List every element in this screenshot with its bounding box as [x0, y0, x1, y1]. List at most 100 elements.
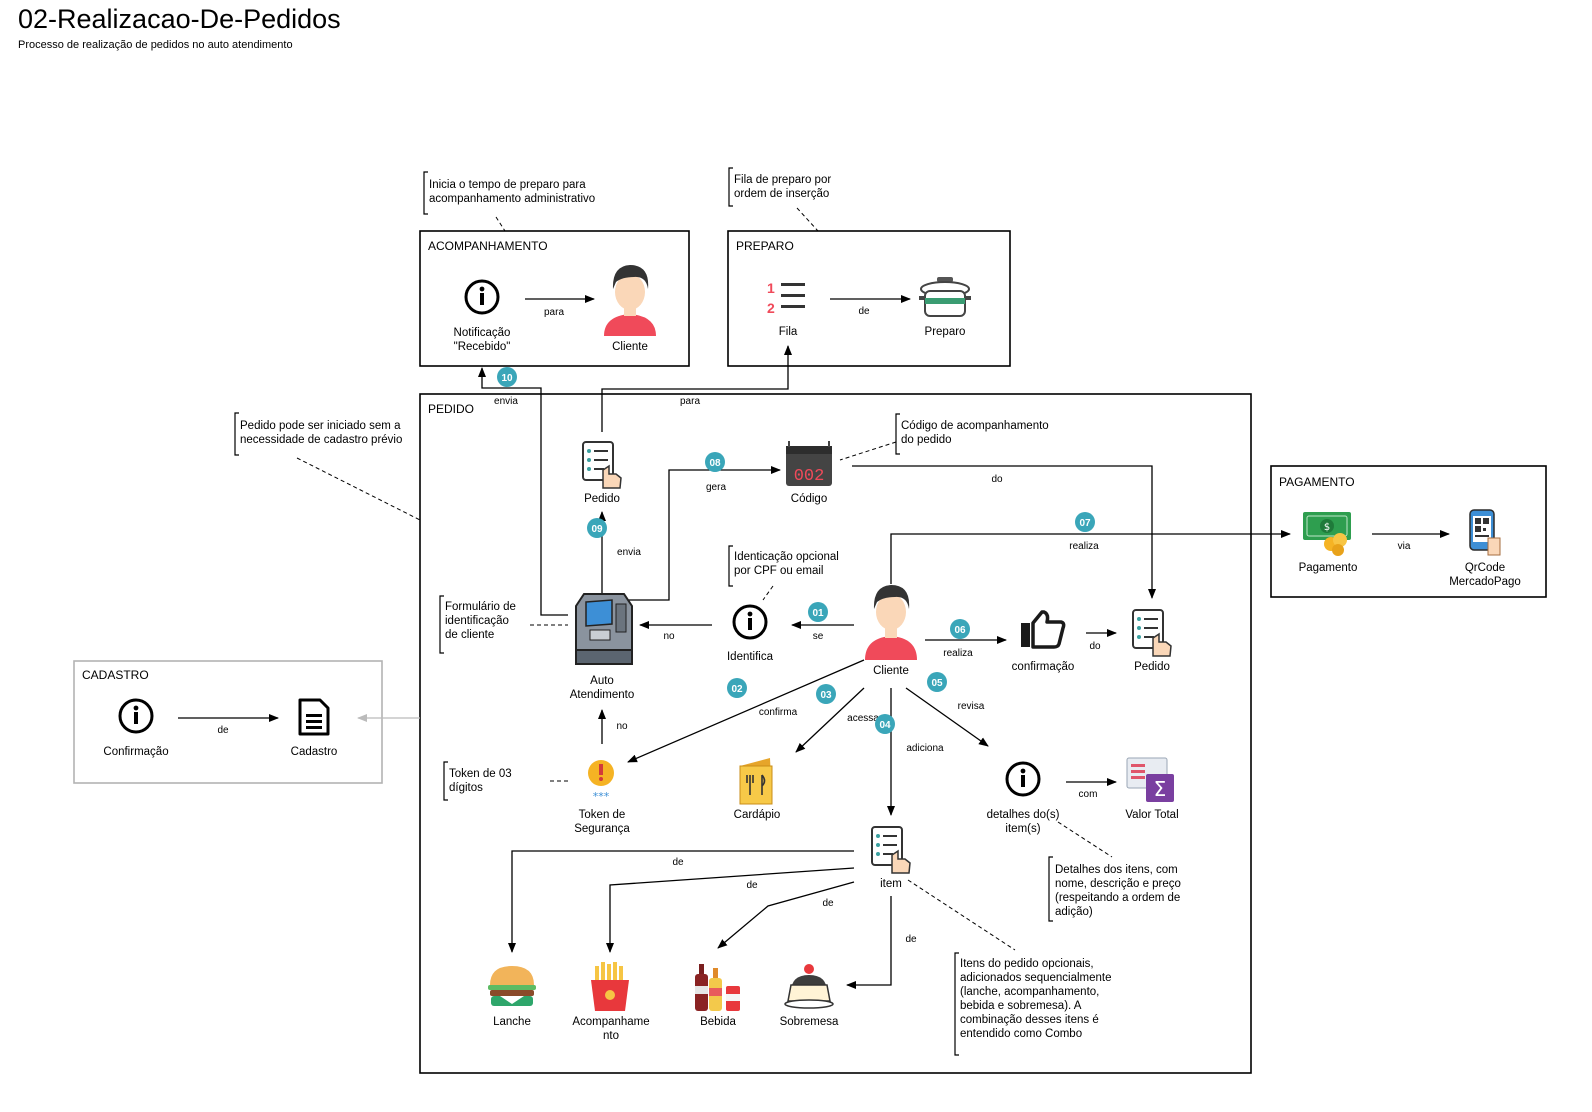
svg-text:envia: envia [494, 396, 518, 407]
svg-text:adição): adição) [1055, 906, 1093, 918]
codigo-label: Código [791, 493, 827, 505]
pagamento-title: PAGAMENTO [1279, 475, 1355, 489]
acompanhamento-box[interactable] [419, 230, 690, 367]
step-badge-04: 04 [875, 714, 895, 734]
menu-icon[interactable] [739, 758, 773, 805]
customer-person-icon[interactable] [865, 585, 917, 660]
money-payment-icon[interactable]: $ [1303, 512, 1351, 556]
svg-text:09: 09 [591, 524, 603, 535]
note-formulario: Formulário de identificação de cliente [439, 595, 568, 654]
token-label-2: Segurança [574, 823, 630, 835]
note-codigo: Código de acompanhamento do pedido [839, 413, 1049, 461]
french-fries-icon[interactable] [591, 962, 629, 1011]
edge-codigo-pedido [852, 465, 1156, 599]
edge-auto-codigo [621, 466, 781, 601]
note-acompanhamento: Inicia o tempo de preparo para acompanha… [423, 171, 595, 232]
svg-text:no: no [616, 721, 628, 732]
svg-text:com: com [1079, 789, 1098, 800]
edge-item-bebida [717, 881, 855, 949]
dessert-pudding-icon[interactable] [784, 964, 834, 1009]
order-checklist-icon-2[interactable] [1132, 609, 1172, 657]
svg-text:Σ: Σ [1154, 777, 1167, 801]
total-sum-icon[interactable]: Σ [1126, 757, 1174, 802]
svg-text:05: 05 [931, 678, 943, 689]
step-badge-09: 09 [587, 518, 607, 538]
svg-text:combinação desses itens é: combinação desses itens é [960, 1014, 1099, 1026]
svg-text:bebida e sobremesa). A: bebida e sobremesa). A [960, 1000, 1082, 1012]
acomp-label-2: nto [603, 1030, 619, 1042]
svg-text:de: de [672, 857, 684, 868]
step-badge-02: 02 [727, 678, 747, 698]
svg-text:do: do [1089, 641, 1101, 652]
burger-icon[interactable] [488, 966, 536, 1006]
qrcode-phone-icon[interactable] [1469, 509, 1501, 556]
sobremesa-label: Sobremesa [780, 1016, 839, 1028]
thumbs-up-icon[interactable] [1021, 610, 1066, 649]
cad-confirmacao-label: Confirmação [103, 746, 168, 758]
step-badge-06: 06 [950, 619, 970, 639]
svg-text:(lanche, acompanhamento,: (lanche, acompanhamento, [960, 986, 1099, 998]
auto-label-2: Atendimento [570, 689, 635, 701]
svg-text:03: 03 [820, 690, 832, 701]
cadastro-label: Cadastro [291, 746, 338, 758]
acompanhamento-title: ACOMPANHAMENTO [428, 239, 548, 253]
order-code-display-icon[interactable]: 002 [786, 441, 832, 486]
details-info-icon[interactable] [1005, 761, 1041, 797]
svg-text:nome, descrição e preço: nome, descrição e preço [1055, 878, 1181, 890]
svg-text:realiza: realiza [1069, 541, 1099, 552]
svg-text:08: 08 [709, 458, 721, 469]
identify-info-icon[interactable] [732, 604, 768, 640]
note-fila: Fila de preparo por ordem de inserção [728, 167, 831, 232]
order-checklist-icon[interactable] [582, 441, 622, 489]
note-itens: Itens do pedido opcionais, adicionados s… [907, 879, 1112, 1056]
cadastro-box[interactable] [73, 660, 383, 784]
pedido-box[interactable] [419, 393, 1252, 1074]
page-subtitle: Processo de realização de pedidos no aut… [18, 39, 293, 51]
info-icon[interactable] [464, 279, 500, 315]
detalhes-label: detalhes do(s) [987, 809, 1060, 821]
step-badge-07: 07 [1075, 512, 1095, 532]
cliente-label: Cliente [873, 665, 909, 677]
svg-text:de: de [746, 880, 758, 891]
preparo-box[interactable] [727, 230, 1011, 367]
svg-text:07: 07 [1079, 518, 1091, 529]
svg-text:***: *** [593, 790, 610, 803]
auto-label: Auto [590, 675, 614, 687]
step-badge-08: 08 [705, 452, 725, 472]
svg-text:Identicação opcional: Identicação opcional [734, 551, 839, 563]
svg-text:ordem de inserção: ordem de inserção [734, 188, 829, 200]
person-icon[interactable] [604, 265, 656, 336]
lanche-label: Lanche [493, 1016, 531, 1028]
step-badge-10: 10 [497, 367, 517, 387]
bebida-label: Bebida [700, 1016, 736, 1028]
pagamento-box[interactable] [1270, 465, 1547, 598]
beverage-bottles-icon[interactable] [695, 964, 740, 1011]
svg-text:dígitos: dígitos [449, 782, 483, 794]
svg-text:no: no [663, 631, 675, 642]
security-token-icon[interactable]: *** [588, 760, 614, 803]
document-icon[interactable] [298, 698, 330, 736]
confirmacao-label: confirmação [1012, 661, 1075, 673]
svg-text:06: 06 [954, 625, 966, 636]
numbered-list-icon[interactable]: 1 2 [767, 280, 805, 316]
cooking-pot-icon[interactable] [919, 277, 971, 317]
edge-item-lanche [508, 850, 854, 953]
self-service-kiosk-icon[interactable] [575, 593, 633, 665]
svg-text:de cliente: de cliente [445, 629, 494, 641]
svg-text:envia: envia [617, 547, 641, 558]
edge-auto-notificacao [478, 367, 568, 616]
item-checklist-icon[interactable] [871, 826, 911, 874]
svg-text:002: 002 [794, 467, 825, 486]
cadastro-info-icon[interactable] [118, 698, 154, 734]
svg-text:para: para [544, 307, 564, 318]
edge-cliente-detalhes [905, 687, 989, 747]
svg-text:Fila de preparo por: Fila de preparo por [734, 174, 831, 186]
edge-cliente-pagamento [890, 530, 1291, 584]
item-label: item [880, 878, 902, 890]
svg-text:de: de [905, 934, 917, 945]
pagamento-label: Pagamento [1299, 562, 1358, 574]
svg-text:Inicia o tempo de preparo para: Inicia o tempo de preparo para [429, 179, 586, 191]
valor-total-label: Valor Total [1125, 809, 1178, 821]
notificacao-label: Notificação [454, 327, 511, 339]
